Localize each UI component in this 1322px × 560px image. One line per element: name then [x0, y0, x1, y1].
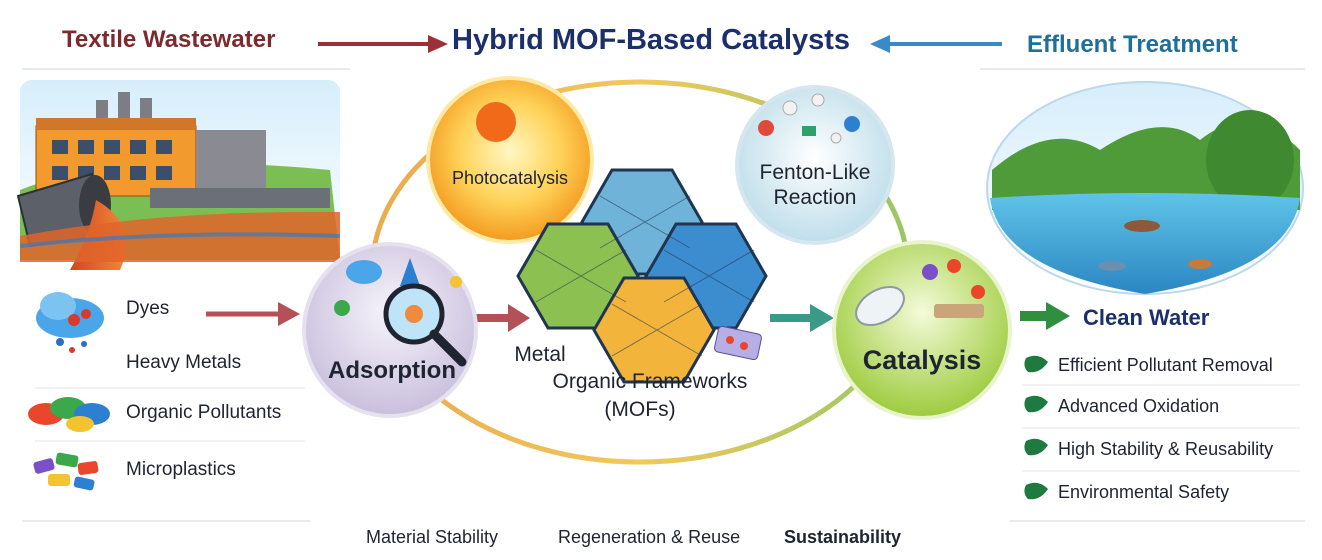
catalysis-label: Catalysis: [862, 345, 982, 375]
sun-icon: [476, 102, 516, 142]
arrow-pollutants-to-adsorption: [206, 302, 300, 326]
fenton-label-line2: Reaction: [773, 186, 857, 209]
benefit-check-icons: [1024, 355, 1048, 500]
header-left-title: Textile Wastewater: [62, 26, 276, 53]
mof-label-line3: (MOFs): [604, 398, 676, 421]
pollutant-dyes: Dyes: [126, 298, 170, 319]
header-arrow-left: [318, 35, 448, 53]
mof-hexagon-cluster: [516, 168, 768, 384]
header-right-title: Effluent Treatment: [1027, 31, 1238, 58]
footer-item-material-stability: Material Stability: [366, 527, 499, 547]
fenton-label-line1: Fenton-Like: [759, 161, 871, 184]
header-center-title: Hybrid MOF-Based Catalysts: [452, 24, 851, 56]
benefit-item: Advanced Oxidation: [1058, 396, 1220, 416]
mof-label-line1: Metal: [514, 343, 566, 366]
clean-water-illustration: [986, 81, 1304, 295]
dyes-icon: [36, 292, 104, 353]
fish-icon: [1124, 220, 1160, 232]
footer-item-regeneration: Regeneration & Reuse: [558, 527, 741, 547]
arrow-catalysis-to-clean-water: [1020, 302, 1070, 330]
catalysis-node: [832, 240, 1012, 420]
arrow-mof-to-catalysis: [770, 304, 834, 332]
adsorption-node: [302, 242, 478, 418]
organic-pollutants-icon: [28, 397, 110, 432]
mof-label-line2: Organic Frameworks: [552, 370, 748, 393]
header-arrow-right: [870, 35, 1002, 53]
clean-water-title: Clean Water: [1083, 305, 1210, 330]
photocatalysis-label: Photocatalysis: [451, 168, 569, 188]
pollutant-organic: Organic Pollutants: [126, 402, 282, 423]
factory-illustration: [16, 80, 341, 270]
microplastics-icon: [33, 452, 99, 491]
benefit-item: Environmental Safety: [1058, 482, 1230, 502]
magnifier-icon: [383, 283, 467, 367]
footer-item-sustainability: Sustainability: [784, 527, 902, 547]
fenton-node: [735, 85, 895, 245]
adsorption-label: Adsorption: [328, 357, 456, 384]
photocatalysis-node: [426, 76, 594, 244]
mof-particle-icon: [714, 325, 762, 361]
benefit-item: Efficient Pollutant Removal: [1058, 355, 1273, 375]
arrow-adsorption-to-mof: [470, 304, 530, 332]
pollutant-heavy-metals: Heavy Metals: [126, 352, 242, 373]
benefit-item: High Stability & Reusability: [1058, 439, 1274, 459]
pollutant-microplastics: Microplastics: [126, 459, 236, 480]
